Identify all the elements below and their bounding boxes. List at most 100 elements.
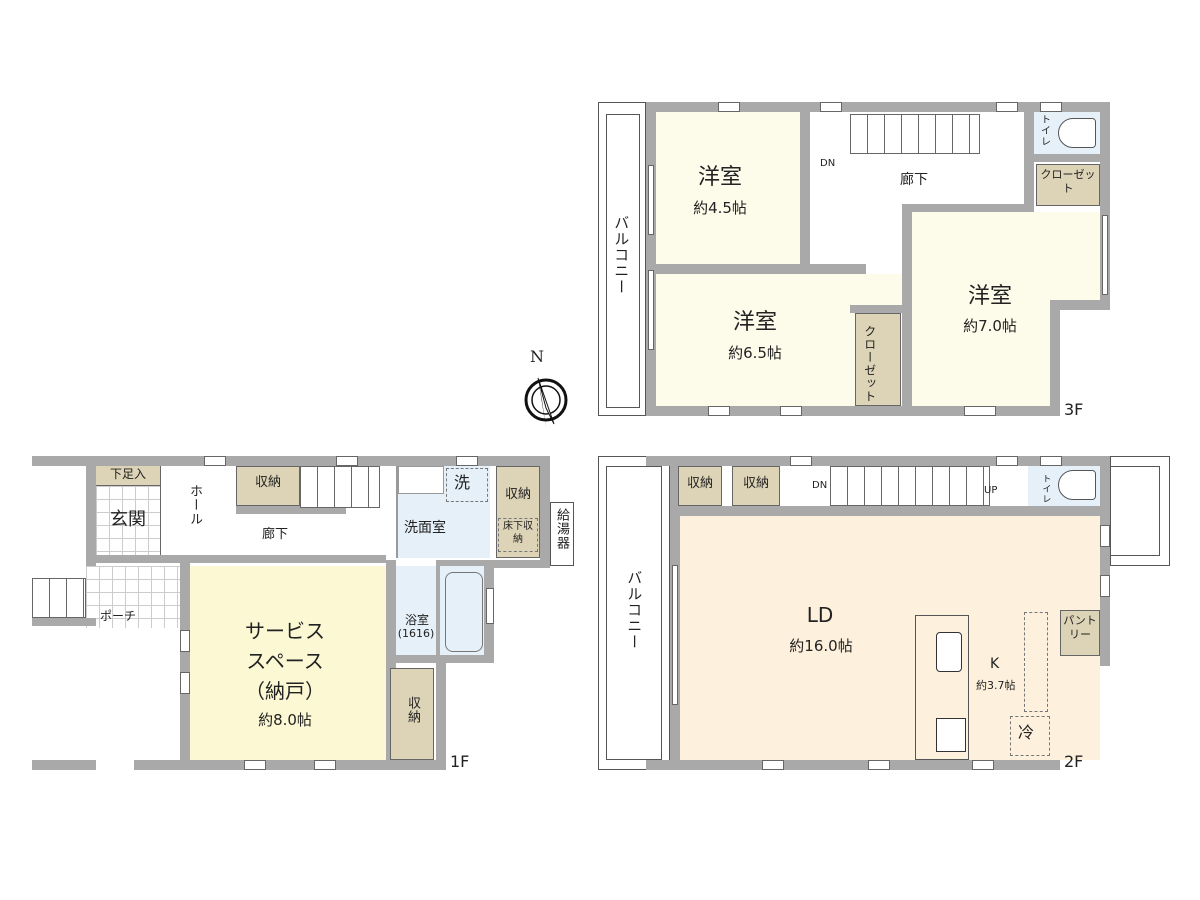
service-space-size: 約8.0帖 xyxy=(258,711,312,729)
stairs-dn-label-2f: DN xyxy=(812,480,828,491)
floor-label-1f: 1F xyxy=(450,752,470,771)
ld-name: LD xyxy=(806,603,834,627)
wall xyxy=(646,102,1108,112)
water-heater-label: 給湯器 xyxy=(553,508,569,550)
window xyxy=(336,456,358,466)
fridge-space xyxy=(1010,716,1050,756)
window xyxy=(1100,575,1110,597)
wall xyxy=(646,406,1058,416)
window xyxy=(486,588,494,624)
compass: N xyxy=(518,347,578,428)
wall xyxy=(646,456,1110,466)
toilet-2f-label: トイレ xyxy=(1040,474,1051,504)
corridor-3f-label: 廊下 xyxy=(900,172,928,188)
wall xyxy=(236,506,346,514)
washer-space xyxy=(446,468,488,502)
wall xyxy=(850,305,906,313)
bathroom xyxy=(396,566,436,656)
window xyxy=(868,760,890,770)
stairs-dn-label-3f: DN xyxy=(820,158,836,169)
service-space xyxy=(190,566,386,760)
closet-3f-c-label: クローゼット xyxy=(1040,168,1096,196)
hall-label: ホール xyxy=(186,484,202,526)
underfloor-label: 床下収納 xyxy=(503,521,533,545)
window xyxy=(790,456,812,466)
wall xyxy=(1050,300,1110,310)
corridor-1f-label: 廊下 xyxy=(262,527,289,542)
porch-steps[interactable] xyxy=(32,578,86,618)
wall xyxy=(902,204,912,416)
room-western-4-5 xyxy=(656,112,800,264)
wall xyxy=(680,506,1100,516)
ld-size: 約16.0帖 xyxy=(789,637,853,655)
washer-label: 洗 xyxy=(454,473,471,492)
floor-label-2f: 2F xyxy=(1064,752,1084,771)
shoe-storage-label: 下足入 xyxy=(109,467,146,481)
window xyxy=(1040,102,1062,112)
balcony-2f-inner xyxy=(606,466,662,760)
room-western-6-5-size: 約6.5帖 xyxy=(728,344,782,362)
room-western-7-0-name: 洋室 xyxy=(967,284,1012,309)
entrance xyxy=(96,486,160,555)
room-western-4-5-size: 約4.5帖 xyxy=(693,199,747,217)
toilet-bowl-icon xyxy=(1058,470,1096,500)
room-western-7-0 xyxy=(912,212,1100,300)
sink-icon xyxy=(936,632,962,672)
toilet-bowl-icon xyxy=(1058,118,1096,148)
room-western-6-5-name: 洋室 xyxy=(732,310,777,335)
closet-3f-b xyxy=(855,313,901,406)
window xyxy=(996,102,1018,112)
compass-north-label: N xyxy=(530,347,544,366)
entrance-label: 玄関 xyxy=(110,509,146,530)
kitchen-size: 約3.7帖 xyxy=(976,679,1016,692)
wall xyxy=(32,760,96,770)
pantry-label: パントリー xyxy=(1063,614,1097,642)
underfloor-storage xyxy=(498,518,538,552)
window xyxy=(1100,525,1110,547)
wall xyxy=(1050,300,1060,416)
storage-2f-b xyxy=(732,466,780,506)
balcony-3f-label: バルコニー xyxy=(612,215,631,295)
storage-2f-a-label: 収納 xyxy=(686,476,713,491)
toilet-3f-label: トイレ xyxy=(1038,114,1050,147)
window xyxy=(244,760,266,770)
wall xyxy=(436,560,446,770)
room-western-7-0-size: 約7.0帖 xyxy=(963,317,1017,335)
storage-service xyxy=(390,668,434,760)
washbasin-icon xyxy=(398,466,444,494)
closet-3f-c xyxy=(1036,164,1100,206)
stairs-1f[interactable] xyxy=(300,466,380,508)
service-space-line3: （納戸） xyxy=(245,679,325,703)
wall xyxy=(646,102,656,416)
stairs-up-label-2f: UP xyxy=(984,485,998,496)
service-space-line2: スペース xyxy=(246,649,324,673)
bath-size: (1616) xyxy=(397,627,435,640)
storage-hall-label: 収納 xyxy=(254,475,281,490)
stairs-3f[interactable] xyxy=(850,114,980,154)
storage-service-label: 収納 xyxy=(404,696,420,724)
wall xyxy=(1100,102,1110,302)
wall xyxy=(86,456,96,566)
stove-icon xyxy=(936,718,966,752)
pantry xyxy=(1060,610,1100,656)
window xyxy=(708,406,730,416)
balcony-2f-right-inner xyxy=(1110,466,1160,556)
window xyxy=(1102,215,1108,295)
stairs-2f[interactable] xyxy=(830,466,990,506)
window xyxy=(314,760,336,770)
wall xyxy=(180,560,190,770)
shoe-storage xyxy=(96,466,160,486)
window xyxy=(672,565,678,705)
water-heater xyxy=(550,502,574,566)
wall xyxy=(1100,456,1110,656)
window xyxy=(648,270,654,350)
wall xyxy=(1024,102,1034,212)
porch-label: ポーチ xyxy=(100,609,137,623)
floor-label-3f: 3F xyxy=(1064,400,1084,419)
balcony-3f-inner xyxy=(606,114,640,408)
bath-name: 浴室 xyxy=(404,613,429,627)
wall xyxy=(646,760,1058,770)
wall xyxy=(386,655,494,663)
storage-2f-b-label: 収納 xyxy=(742,476,769,491)
window xyxy=(204,456,226,466)
